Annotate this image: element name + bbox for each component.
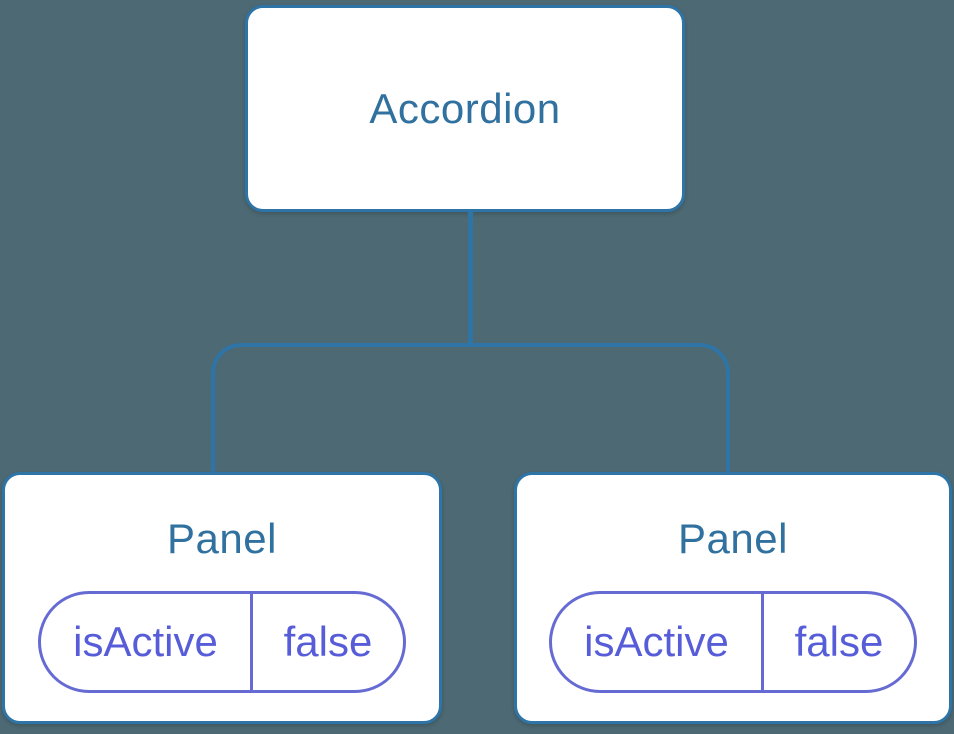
panel-node-label: Panel: [678, 515, 788, 562]
accordion-node-label: Accordion: [369, 84, 561, 132]
component-node-panel-left: Panel isActive false: [2, 472, 442, 724]
state-name: isActive: [584, 618, 729, 665]
state-pill: isActive false: [38, 591, 406, 693]
component-node-accordion: Accordion: [245, 5, 685, 212]
state-value: false: [794, 618, 884, 665]
state-name-cell: isActive: [552, 594, 764, 690]
state-value-cell: false: [764, 594, 914, 690]
state-value-cell: false: [253, 594, 403, 690]
panel-node-label: Panel: [167, 515, 277, 562]
state-value: false: [283, 618, 373, 665]
state-name-cell: isActive: [41, 594, 253, 690]
state-pill: isActive false: [549, 591, 917, 693]
connector-bracket: [211, 343, 730, 474]
connector-stem: [468, 210, 473, 347]
component-node-panel-right: Panel isActive false: [514, 472, 952, 724]
state-name: isActive: [73, 618, 218, 665]
